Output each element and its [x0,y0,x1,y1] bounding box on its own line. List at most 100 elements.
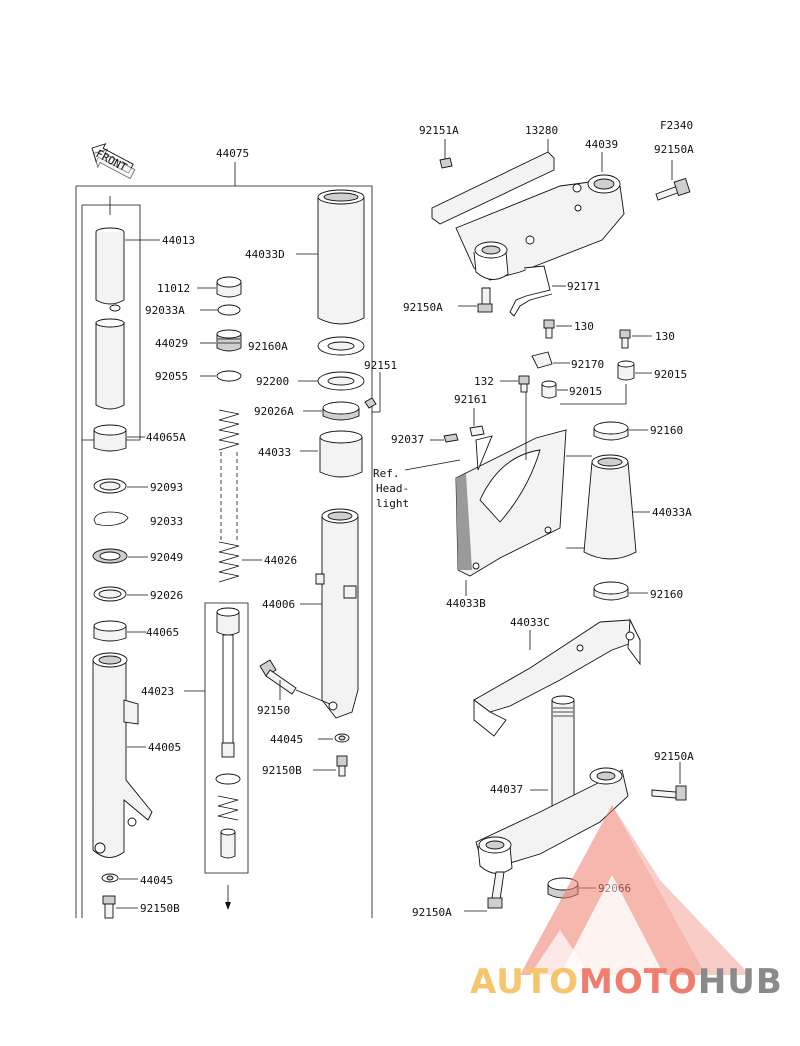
ring-92033A [217,304,241,316]
bolt-130-b [619,329,631,349]
screw-92151 [364,397,377,409]
label-44023: 44023 [141,685,174,698]
washer-92200 [317,336,365,356]
label-92150A-mid: 92150A [403,301,443,314]
grommet-92161 [469,425,485,437]
watermark-text: AUTOMOTOHUB [470,962,783,1002]
label-92026: 92026 [150,589,183,602]
label-92170: 92170 [571,358,604,371]
label-92160-lower: 92160 [650,588,683,601]
outer-tube-44006 [315,508,359,719]
bracket-92171 [509,265,553,317]
label-92160-upper: 92160 [650,424,683,437]
label-44033C: 44033C [510,616,550,629]
label-13280: 13280 [525,124,558,137]
clip-92170 [531,351,553,369]
bolt-92150A-bottom [487,871,505,909]
label-44045-left: 44045 [140,874,173,887]
cover-44033C [473,618,641,737]
label-92026A: 92026A [254,405,294,418]
snap-ring-92033 [93,511,129,526]
bush-44065 [93,620,127,642]
label-92151: 92151 [364,359,397,372]
ref-note-line2: Head- [376,482,409,495]
label-92037: 92037 [391,433,424,446]
label-92160A: 92160A [248,340,288,353]
label-92150B-right: 92150B [262,764,302,777]
screw-92151A [439,157,453,169]
bearing-92160-upper [593,421,629,441]
label-92200: 92200 [256,375,289,388]
label-44029: 44029 [155,337,188,350]
label-44065A: 44065A [146,431,186,444]
clamp-92037 [443,433,459,443]
cover-44033 [319,430,363,478]
label-92049: 92049 [150,551,183,564]
bolt-132 [518,375,530,393]
o-ring-92055 [216,370,242,382]
cap-11012 [216,276,242,298]
bolt-92150A-right [651,785,687,801]
top-bridge-44039 [455,174,625,281]
label-92161: 92161 [454,393,487,406]
label-92015-a: 92015 [569,385,602,398]
label-130-a: 130 [574,320,594,333]
damper-bracket-44023 [204,602,249,874]
spring-44026 [218,409,240,583]
watermark-part2: MOTO [578,962,698,1002]
label-44037: 44037 [490,783,523,796]
label-92033A: 92033A [145,304,185,317]
bush-44065A [93,424,127,452]
label-44045-right: 44045 [270,733,303,746]
bolt-130-a [543,319,555,339]
assembly-bracket-44075 [75,162,373,918]
seal-92093 [93,478,127,494]
label-92055: 92055 [155,370,188,383]
label-130-b: 130 [655,330,675,343]
oil-seal-92049 [92,548,128,564]
label-11012: 11012 [157,282,190,295]
cover-44033A [583,454,637,560]
headlight-bracket-44033B [455,429,567,577]
label-92150A-top: 92150A [654,143,694,156]
steering-stem-44037 [475,695,629,874]
label-92150B-left: 92150B [140,902,180,915]
fork-tube-44013 [95,227,125,410]
ref-note-line1: Ref. [373,467,400,480]
collar-92015-b [617,360,635,381]
outer-tube-44005 [92,652,153,858]
ref-note-line3: light [376,497,409,510]
bolt-92150A-mid [477,287,493,313]
plate-13280 [431,151,555,225]
label-44033A: 44033A [652,506,692,519]
label-92015-b: 92015 [654,368,687,381]
label-92171: 92171 [567,280,600,293]
figure-code: F2340 [660,119,693,132]
label-44075: 44075 [216,147,249,160]
clamp-92026A [322,401,360,421]
label-44006: 44006 [262,598,295,611]
front-label: FRONT [94,147,130,174]
label-44033B: 44033B [446,597,486,610]
watermark-part3: HUB [697,962,783,1002]
bearing-92160-lower [593,581,629,601]
label-92033: 92033 [150,515,183,528]
label-44005: 44005 [148,741,181,754]
label-92150A-bottom: 92150A [412,906,452,919]
cover-tube-44033D [317,189,365,325]
label-92150A-right: 92150A [654,750,694,763]
label-44013: 44013 [162,234,195,247]
bolt-92150B-right [336,755,348,777]
automotohub-logo-icon [520,805,750,975]
adjuster-44029 [216,329,242,352]
washer-92200b [317,371,365,391]
label-44033: 44033 [258,446,291,459]
label-92093: 92093 [150,481,183,494]
label-92151A: 92151A [419,124,459,137]
washer-92026 [93,586,127,602]
collar-92015-a [541,380,557,399]
label-132: 132 [474,375,494,388]
bolt-92150B-left [102,895,116,919]
label-44039: 44039 [585,138,618,151]
